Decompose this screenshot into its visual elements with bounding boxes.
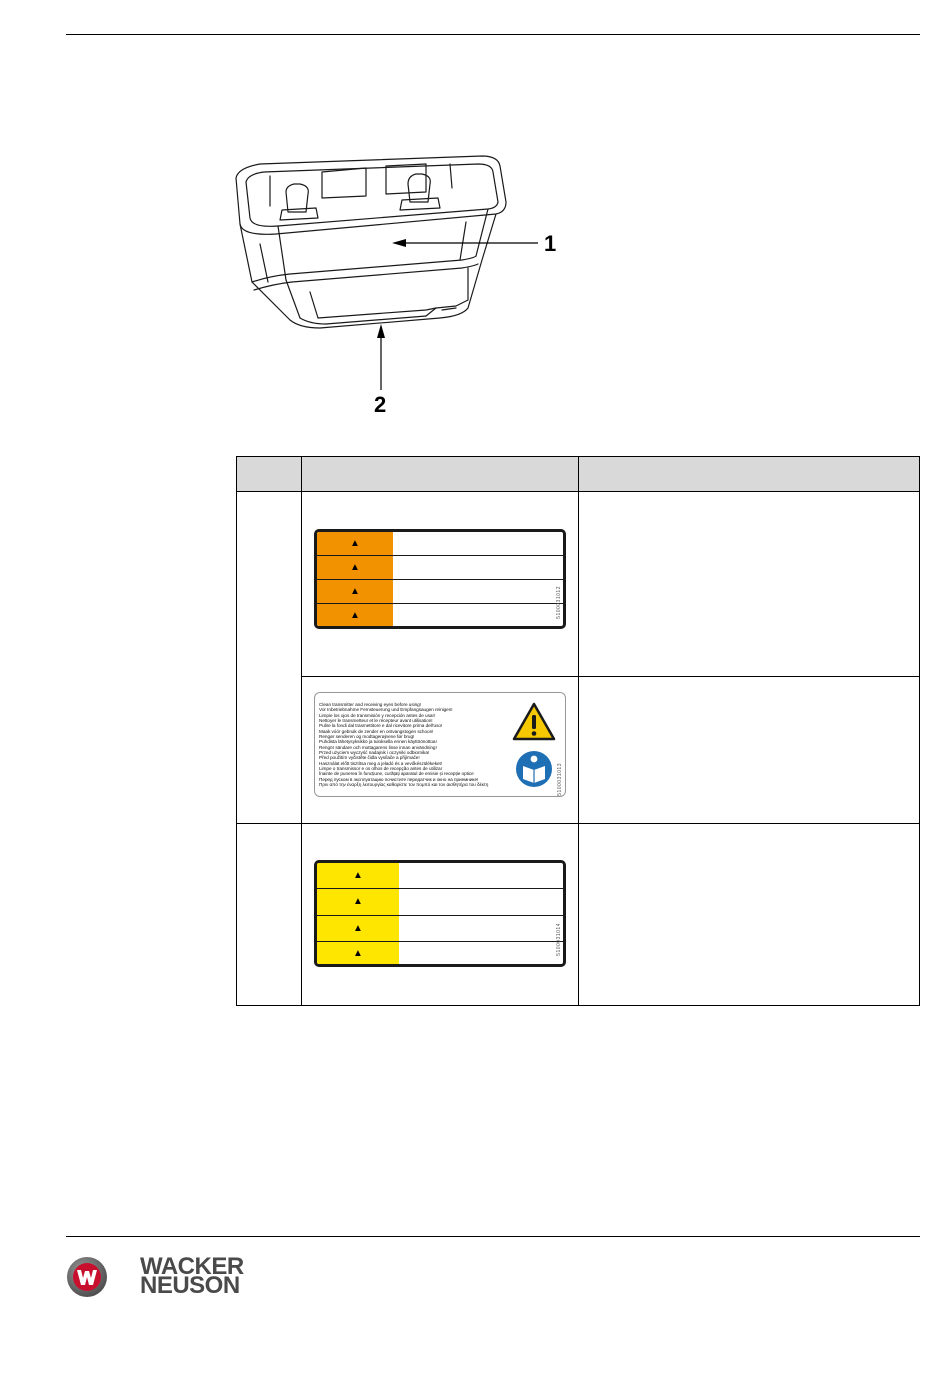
read-manual-icon: [516, 751, 552, 787]
callout-2-label: 2: [374, 392, 387, 417]
decal-text-line: Limpe o transmissor e os olhos de recepç…: [319, 766, 443, 772]
warning-triangle-icon: [512, 702, 556, 741]
row-divider: [301, 676, 919, 677]
decal-text-line: Rengør senderen og modtagerøjnene før br…: [319, 734, 415, 740]
decal-part-number: 5100031013: [557, 763, 563, 796]
decal-text-line: Limpie los ojos de transmisión y recepci…: [319, 712, 436, 718]
warning-triangle-icon: ▲: [353, 922, 363, 934]
decal-part-number: 5100031014: [556, 923, 562, 956]
yellow-caution-decal: ▲ ▲ ▲ ▲ 5100031014: [314, 860, 566, 967]
footer-rule: [66, 1236, 920, 1237]
header-rule: [66, 34, 920, 35]
orange-warning-decal: ▲ ▲ ▲ ▲ 5100031012: [314, 529, 566, 629]
decal-row: ▲: [317, 532, 563, 556]
decal-text-line: Πριν από την έναρξη λειτουργίας καθαρίστ…: [319, 782, 489, 788]
clean-sensors-decal: Clean transmitter and receiving eyes bef…: [314, 692, 566, 797]
column-divider: [301, 457, 302, 1005]
warning-triangle-icon: ▲: [353, 869, 363, 881]
warning-triangle-icon: ▲: [350, 585, 360, 597]
warning-triangle-icon: ▲: [353, 896, 363, 907]
decal-text-line: Vor Inbetriebnahme Fernsteuerung und Emp…: [319, 707, 453, 713]
decal-text-line: Használat előtt tisztítsa meg a jeladó é…: [319, 760, 443, 766]
decal-part-number: 5100031012: [556, 586, 562, 619]
header-decal: [302, 457, 578, 491]
decal-text-line: Clean transmitter and receiving eyes bef…: [319, 702, 421, 707]
decal-text-line: Před použitím vyčistěte čidla vysílače a…: [319, 755, 420, 761]
callout-1-leader: [392, 239, 538, 247]
decal-row: ▲: [317, 942, 563, 964]
decal-table: [236, 456, 920, 1006]
header-meaning: [579, 457, 919, 491]
brand-line-1: WACKER: [140, 1253, 244, 1280]
decal-text-line: Przed użyciem wyczyść nadajnik i oczynik…: [319, 750, 430, 756]
brand-wordmark: WACKER NEUSON: [140, 1253, 244, 1299]
warning-triangle-icon: ▲: [353, 948, 363, 959]
decal-row: ▲: [317, 580, 563, 604]
decal-text-line: Rengör sändare och mottagarens linse inn…: [319, 744, 437, 750]
decal-text-line: Puhdista lähetysyksikkö ja tuloksella en…: [319, 739, 437, 745]
decal-text-line: Pulire la fondi dal trasmettitore e dal …: [319, 723, 443, 729]
callout-2-leader: [377, 324, 385, 390]
column-divider: [578, 457, 579, 1005]
decal-text-line: Перед пуском в эксплуатацию почистите пе…: [319, 776, 479, 782]
decal-text-block: Clean transmitter and receiving eyes bef…: [319, 702, 515, 788]
decal-row: ▲: [317, 604, 563, 626]
decal-row: ▲: [317, 863, 563, 889]
decal-text-line: Maak vóór gebruik de zender en ontvangst…: [319, 728, 434, 734]
row-divider: [237, 823, 919, 824]
warning-triangle-icon: ▲: [350, 609, 360, 621]
header-position: [237, 457, 301, 491]
decal-row: ▲: [317, 889, 563, 916]
decal-text-line: Înainte de punerea în funcțiune, curățaț…: [319, 771, 474, 777]
callout-1-label: 1: [544, 231, 557, 256]
warning-triangle-icon: ▲: [350, 537, 360, 549]
warning-triangle-icon: ▲: [350, 561, 360, 573]
decal-text-line: Nettoyer le transmetteur et le récepteur…: [319, 718, 433, 724]
decal-row: ▲: [317, 556, 563, 580]
transmitter-holder-illustration: [235, 155, 507, 329]
decal-row: ▲: [317, 916, 563, 942]
wacker-neuson-logo-icon: [67, 1257, 107, 1297]
brand-line-2: NEUSON: [140, 1272, 240, 1299]
